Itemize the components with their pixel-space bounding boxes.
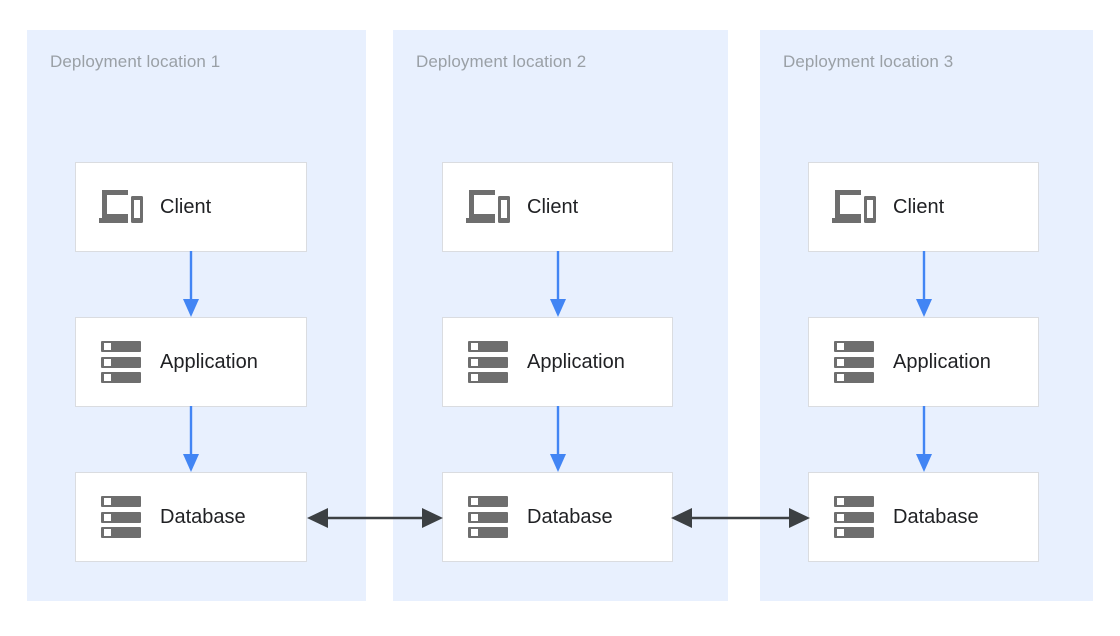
node-application-location-3[interactable]: Application	[808, 317, 1039, 407]
server-rack-icon	[465, 496, 511, 538]
rack-bar	[101, 527, 141, 538]
rack-bar	[834, 356, 874, 368]
rack-bar	[834, 496, 874, 507]
rack-bar	[468, 356, 508, 368]
node-application-label-1: Application	[160, 351, 258, 373]
node-application-label-3: Application	[893, 351, 991, 373]
node-database-label-1: Database	[160, 506, 246, 528]
client-devices-icon	[831, 187, 877, 227]
rack-bar	[468, 527, 508, 538]
rack-bar	[834, 511, 874, 523]
rack-bar	[468, 496, 508, 507]
panel-3-label: Deployment location 3	[783, 52, 954, 71]
node-database-label-3: Database	[893, 506, 979, 528]
arrow-client-to-application-2	[547, 251, 569, 317]
server-rack-icon	[831, 341, 877, 383]
rack-bar	[834, 341, 874, 352]
rack-bar	[468, 341, 508, 352]
deployment-location-panel-2: Deployment location 2 Client	[393, 30, 728, 601]
server-rack-icon	[98, 496, 144, 538]
node-database-label-2: Database	[527, 506, 613, 528]
panel-1-label: Deployment location 1	[50, 52, 221, 71]
node-application-location-1[interactable]: Application	[75, 317, 307, 407]
node-client-label-1: Client	[160, 196, 212, 218]
node-client-location-1[interactable]: Client	[75, 162, 307, 252]
node-client-location-3[interactable]: Client	[808, 162, 1039, 252]
rack-bar	[834, 527, 874, 538]
node-client-label-3: Client	[893, 196, 945, 218]
arrow-application-to-database-3	[913, 406, 935, 472]
node-database-location-2[interactable]: Database	[442, 472, 673, 562]
client-devices-icon	[98, 187, 144, 227]
node-database-location-1[interactable]: Database	[75, 472, 307, 562]
deployment-location-panel-1: Deployment location 1 Client	[27, 30, 366, 601]
rack-bar	[468, 372, 508, 383]
server-rack-icon	[831, 496, 877, 538]
server-rack-icon	[465, 341, 511, 383]
rack-bar	[101, 356, 141, 368]
client-devices-icon	[465, 187, 511, 227]
arrow-database-2-to-database-3	[671, 505, 810, 531]
deployment-location-panel-3: Deployment location 3 Client	[760, 30, 1093, 601]
node-application-location-2[interactable]: Application	[442, 317, 673, 407]
node-client-location-2[interactable]: Client	[442, 162, 673, 252]
node-database-location-3[interactable]: Database	[808, 472, 1039, 562]
node-client-label-2: Client	[527, 196, 579, 218]
panel-2-label: Deployment location 2	[416, 52, 587, 71]
rack-bar	[101, 341, 141, 352]
rack-bar	[101, 496, 141, 507]
rack-bar	[834, 372, 874, 383]
node-application-label-2: Application	[527, 351, 625, 373]
server-rack-icon	[98, 341, 144, 383]
rack-bar	[101, 372, 141, 383]
arrow-client-to-application-1	[180, 251, 202, 317]
arrow-client-to-application-3	[913, 251, 935, 317]
rack-bar	[468, 511, 508, 523]
arrow-application-to-database-2	[547, 406, 569, 472]
arrow-application-to-database-1	[180, 406, 202, 472]
rack-bar	[101, 511, 141, 523]
arrow-database-1-to-database-2	[307, 505, 443, 531]
